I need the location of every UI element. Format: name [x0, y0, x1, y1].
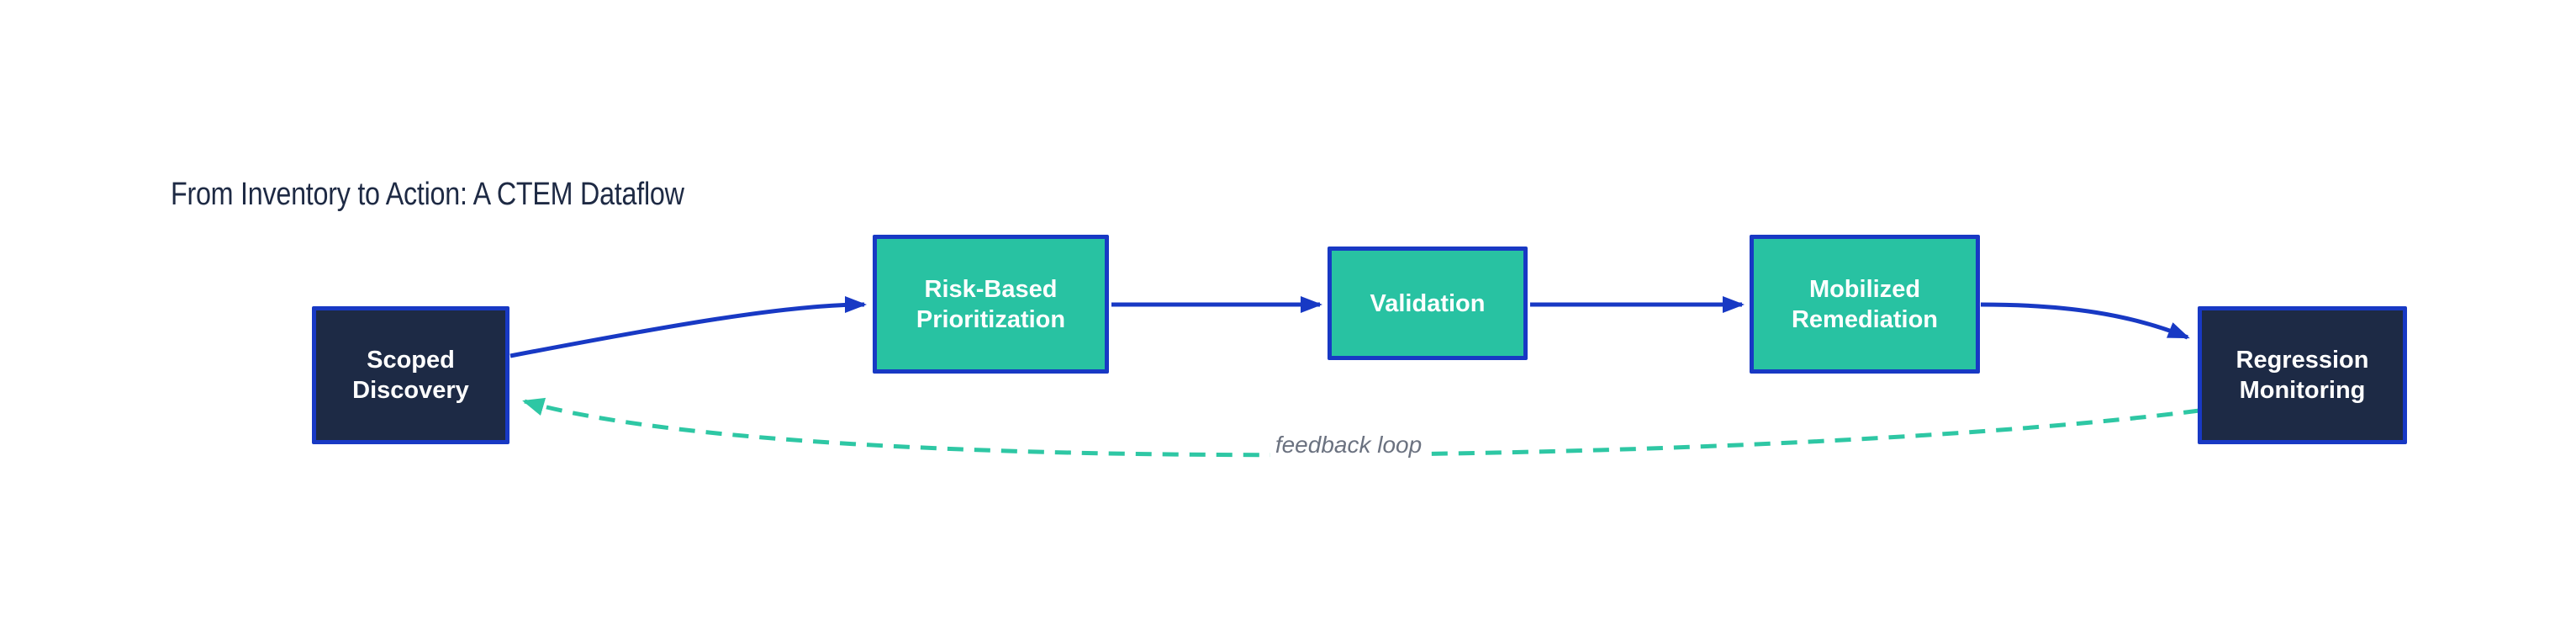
node-regression-monitoring: Regression Monitoring — [2198, 306, 2407, 444]
node-risk-based-prioritization: Risk-Based Prioritization — [873, 235, 1109, 374]
node-label: Mobilized Remediation — [1791, 275, 1939, 333]
edge-mobilized-to-regression-arrow — [1980, 302, 2190, 340]
node-label: Validation — [1370, 289, 1486, 317]
edge-feedback-dashed-arrow — [522, 397, 2200, 458]
node-label: Regression Monitoring — [2236, 347, 2369, 404]
edge-scoped-to-risk-arrow — [509, 296, 867, 358]
node-scoped-discovery: Scoped Discovery — [312, 306, 509, 444]
node-mobilized-remediation: Mobilized Remediation — [1750, 235, 1980, 374]
node-label: Risk-Based Prioritization — [916, 275, 1066, 333]
diagram-title: From Inventory to Action: A CTEM Dataflo… — [171, 177, 684, 212]
node-validation: Validation — [1328, 247, 1528, 360]
feedback-loop-label: feedback loop — [1270, 430, 1428, 460]
node-label: Scoped Discovery — [352, 347, 469, 404]
